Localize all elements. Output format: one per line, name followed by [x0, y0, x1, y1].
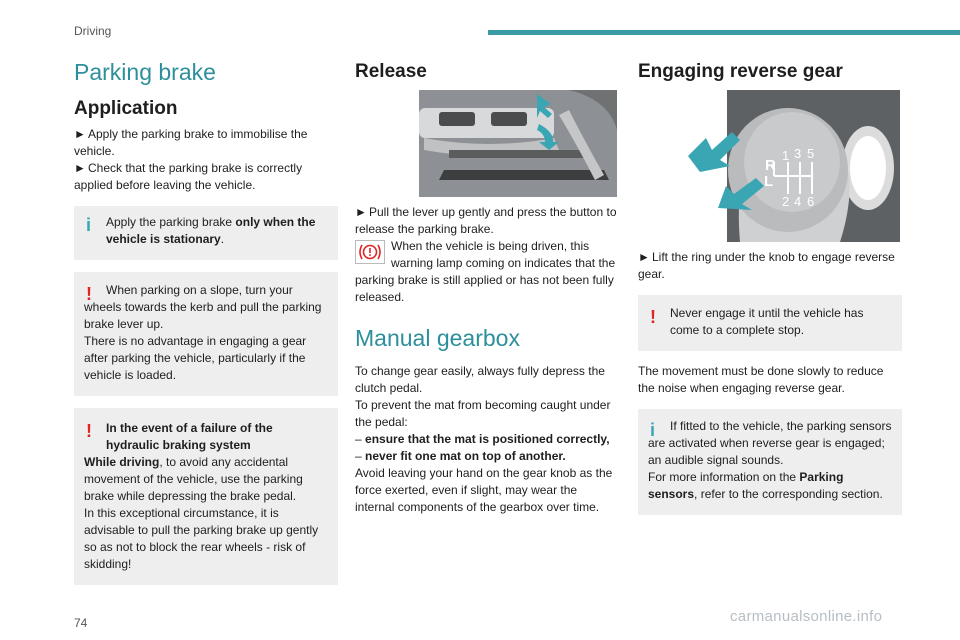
info-end: .: [220, 232, 225, 246]
reverse-bullet: ►Lift the ring under the knob to engage …: [638, 249, 902, 283]
warning-box-stop: ! Never engage it until the vehicle has …: [638, 295, 902, 351]
warning-text-1: When parking on a slope, turn your wheel…: [84, 283, 322, 331]
knob-number-5: 5: [807, 146, 814, 161]
warning-lamp-paragraph: When the vehicle is being driven, this w…: [355, 238, 619, 306]
warning-icon: !: [650, 307, 656, 327]
reverse-paragraph: The movement must be done slowly to redu…: [638, 364, 884, 395]
info-pre: For more information on the: [648, 470, 800, 484]
arrow-icon: ►: [74, 127, 86, 141]
info-box-parking-sensors: i If fitted to the vehicle, the parking …: [638, 409, 902, 515]
warning-bold: While driving: [84, 455, 160, 469]
heading-application: Application: [74, 98, 178, 119]
knob-number-2: 2: [782, 194, 789, 209]
knob-number-6: 6: [807, 194, 814, 209]
bullet-text: Check that the parking brake is correctl…: [74, 161, 303, 192]
dash-marker: –: [355, 449, 362, 463]
column-release: Release ►Pull the lever up gently and pr…: [355, 58, 619, 516]
column-reverse-gear: Engaging reverse gear R L 1 3 5 2 4 6: [638, 58, 902, 515]
header-accent-bar: [488, 30, 960, 35]
info-icon: i: [650, 420, 656, 440]
warning-text: Never engage it until the vehicle has co…: [670, 306, 864, 337]
info-text-1: If fitted to the vehicle, the parking se…: [648, 419, 892, 467]
bullet-text: Lift the ring under the knob to engage r…: [638, 250, 895, 281]
gear-knob-illustration: R L 1 3 5 2 4 6: [660, 90, 900, 242]
warning-heading: In the event of a failure of the hydraul…: [106, 421, 273, 452]
warning-box-slope: ! When parking on a slope, turn your whe…: [74, 272, 338, 396]
info-box-stationary: i Apply the parking brake only when the …: [74, 206, 338, 260]
gearbox-paragraph-2: To prevent the mat from becoming caught …: [355, 398, 611, 429]
bullet-text: Pull the lever up gently and press the b…: [355, 205, 617, 236]
warning-icon: !: [86, 421, 92, 441]
knob-letter-r: R: [765, 157, 776, 174]
heading-engaging-reverse-gear: Engaging reverse gear: [638, 61, 843, 82]
dash-text: never fit one mat on top of another.: [365, 449, 566, 463]
dash-marker: –: [355, 432, 362, 446]
header-section-label: Driving: [74, 24, 112, 38]
arrow-icon: ►: [355, 205, 367, 219]
heading-release: Release: [355, 61, 427, 82]
warning-text-2: There is no advantage in engaging a gear…: [84, 334, 307, 382]
arrow-icon: ►: [638, 250, 650, 264]
knob-number-3: 3: [794, 146, 801, 161]
warning-lamp-text: When the vehicle is being driven, this w…: [355, 239, 616, 304]
section-title-parking-brake: Parking brake: [74, 59, 216, 85]
info-bold: only when the vehicle is stationary: [106, 215, 316, 246]
warning-box-hydraulic: ! In the event of a failure of the hydra…: [74, 408, 338, 585]
gearbox-dash-1: – ensure that the mat is positioned corr…: [355, 431, 619, 448]
warning-icon: !: [86, 284, 92, 304]
arrow-icon: ►: [74, 161, 86, 175]
bullet-text: Apply the parking brake to immobilise th…: [74, 127, 308, 158]
application-bullet-2: ►Check that the parking brake is correct…: [74, 160, 338, 194]
warning-text-4: In this exceptional circumstance, it is …: [84, 506, 319, 571]
info-bold: Parking sensors: [648, 470, 844, 501]
knob-letter-l: L: [764, 173, 773, 190]
knob-number-4: 4: [794, 194, 801, 209]
section-title-manual-gearbox: Manual gearbox: [355, 325, 520, 351]
warning-text-3: While driving, to avoid any accidental m…: [84, 454, 328, 505]
release-bullet: ►Pull the lever up gently and press the …: [355, 204, 619, 238]
info-text: Apply the parking brake: [106, 215, 236, 229]
parking-brake-warning-lamp-icon: [355, 240, 385, 264]
gearbox-paragraph-1: To change gear easily, always fully depr…: [355, 364, 605, 395]
application-bullet-1: ►Apply the parking brake to immobilise t…: [74, 126, 338, 160]
column-parking-brake: Parking brake Application ►Apply the par…: [74, 58, 338, 585]
watermark: carmanualsonline.info: [730, 608, 883, 625]
knob-number-1: 1: [782, 148, 789, 163]
info-end: , refer to the corresponding section.: [694, 487, 883, 501]
info-text-2: For more information on the Parking sens…: [648, 469, 892, 503]
gearbox-paragraph-3: Avoid leaving your hand on the gear knob…: [355, 466, 613, 514]
parking-brake-release-illustration: [419, 90, 617, 197]
page-number: 74: [74, 616, 88, 630]
gearbox-dash-2: – never fit one mat on top of another.: [355, 448, 619, 465]
info-icon: i: [86, 215, 92, 235]
dash-text: ensure that the mat is positioned correc…: [365, 432, 610, 446]
warning-rest: , to avoid any accidental movement of th…: [84, 455, 303, 503]
